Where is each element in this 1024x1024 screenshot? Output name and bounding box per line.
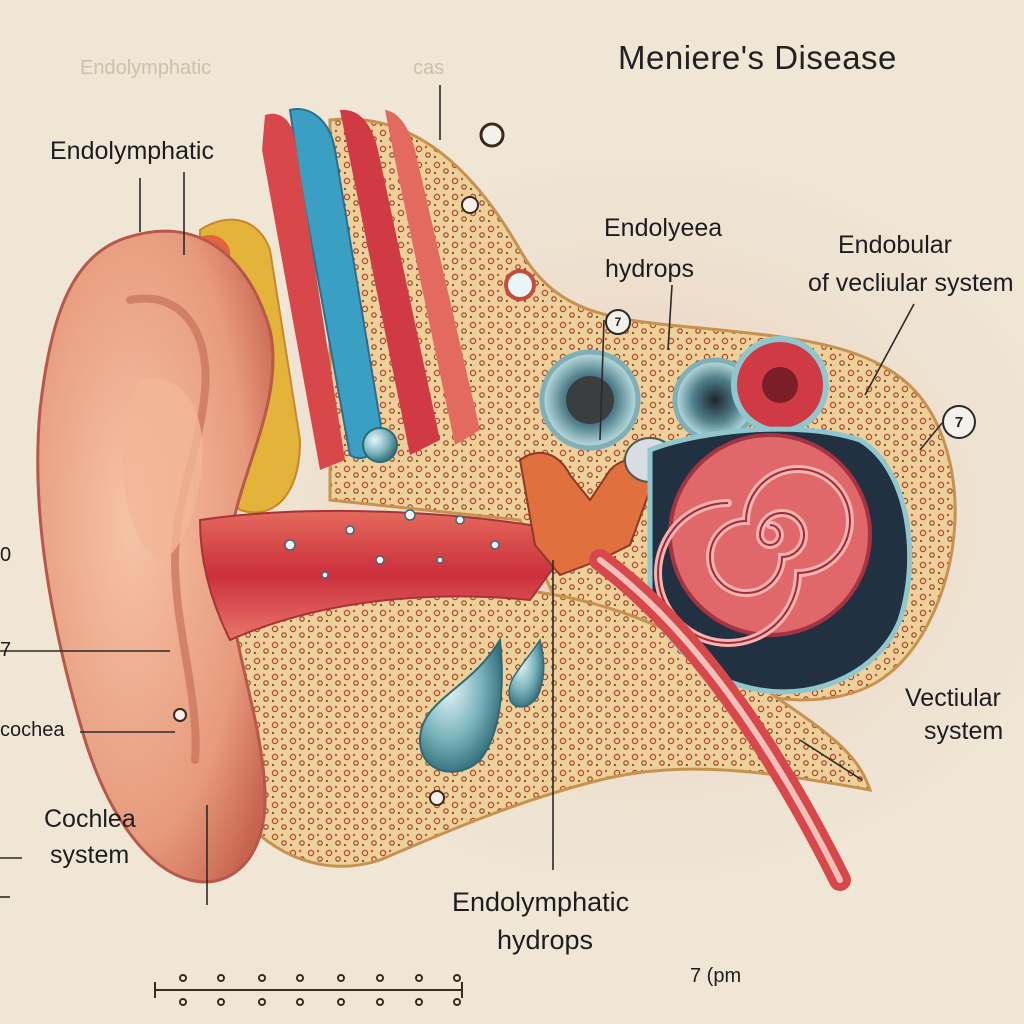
leader-lines	[0, 85, 943, 905]
endolymph-droplet-small	[508, 638, 545, 708]
label-scale: 7 (pm	[690, 965, 742, 987]
bubble-bottom	[429, 790, 445, 806]
red-vessel-band-3	[385, 110, 480, 445]
label-system-left: system	[50, 841, 130, 869]
label-cochlea: Cochlea	[44, 805, 136, 833]
red-vessel-band-2	[340, 109, 440, 456]
bubble-pinna	[173, 708, 187, 722]
droplet-upper	[362, 427, 398, 463]
faint-label-top-mid: cas	[413, 57, 445, 79]
pinna-concha	[122, 378, 203, 560]
label-hydrops-upper: hydrops	[605, 255, 694, 283]
badge-seven-mid: 7	[605, 309, 631, 335]
endolymph-droplet-large	[418, 636, 503, 773]
blue-nerve-band	[288, 108, 382, 460]
label-cochea: cochea	[0, 719, 65, 741]
label-system-right: system	[924, 717, 1004, 745]
label-vecular-system: of vecliular system	[808, 269, 1014, 297]
label-vectiular: Vectiular	[905, 684, 1001, 712]
red-vessel-band-1	[262, 113, 345, 470]
faint-label-top-left: Endolymphatic	[80, 57, 212, 79]
diagram-title: Meniere's Disease	[618, 39, 897, 76]
label-endolymphatic-bottom: Endolymphatic	[452, 887, 630, 917]
bubble-small	[461, 196, 479, 214]
auditory-nerve-highlight	[597, 557, 843, 883]
bubble-top	[479, 122, 505, 148]
scale-bar	[154, 974, 463, 1006]
bubble-upper	[504, 269, 536, 301]
label-endolymphatic-top: Endolymphatic	[50, 137, 214, 165]
canal-droplets	[284, 509, 500, 579]
label-left-seven: 7	[0, 639, 12, 661]
badge-seven-right: 7	[942, 405, 976, 439]
label-hydrops-bottom: hydrops	[497, 925, 594, 955]
semicircular-canal-red-core	[762, 367, 798, 403]
label-left-zero: 0	[0, 544, 12, 566]
vestibule-core-left	[566, 376, 614, 424]
cochlea-spiral-outline	[657, 468, 851, 644]
label-endolyeea: Endolyeea	[604, 214, 723, 242]
cochlea-spiral	[668, 433, 872, 637]
label-endobular: Endobular	[838, 231, 952, 259]
